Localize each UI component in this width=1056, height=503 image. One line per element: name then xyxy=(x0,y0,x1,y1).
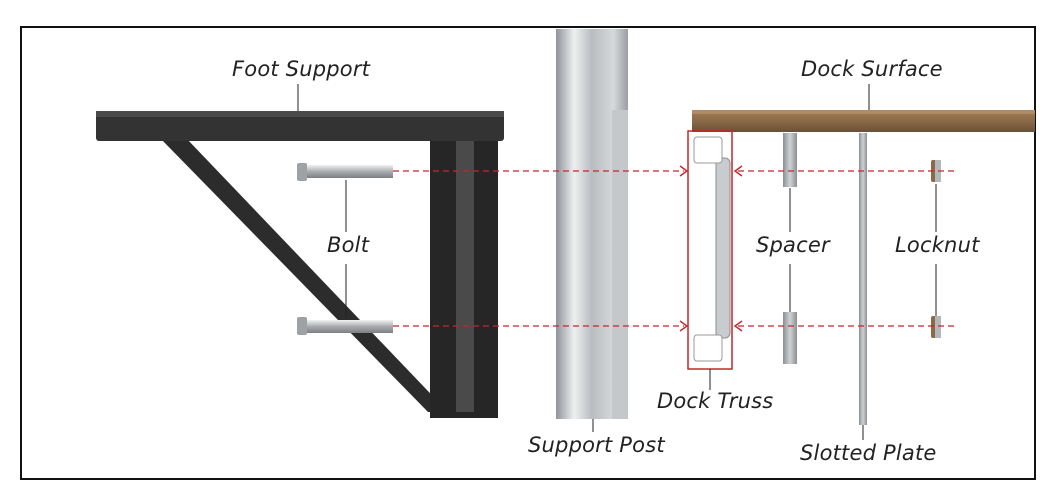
diagram-border xyxy=(20,26,1036,480)
dock-surface-part xyxy=(692,110,1035,132)
dock-truss-part xyxy=(687,130,733,370)
label-foot-support: Foot Support xyxy=(232,57,371,81)
bolt-part-top xyxy=(297,163,393,181)
bolt-part-bottom xyxy=(297,317,393,335)
locknut-part-bottom xyxy=(931,316,941,338)
alignment-guides xyxy=(393,170,958,327)
label-locknut: Locknut xyxy=(895,233,980,257)
label-spacer: Spacer xyxy=(756,233,830,257)
leader-lines xyxy=(297,84,937,440)
label-dock-surface: Dock Surface xyxy=(801,57,943,81)
slotted-plate-part xyxy=(859,133,867,425)
foot-support-part xyxy=(96,111,504,418)
spacer-part-bottom xyxy=(783,312,797,364)
label-support-post: Support Post xyxy=(528,433,665,457)
label-bolt: Bolt xyxy=(327,233,370,257)
spacer-part-top xyxy=(783,133,797,187)
label-dock-truss: Dock Truss xyxy=(657,389,774,413)
guide-arrowheads xyxy=(679,165,743,332)
support-post-part xyxy=(556,29,628,419)
label-slotted-plate: Slotted Plate xyxy=(800,441,937,465)
